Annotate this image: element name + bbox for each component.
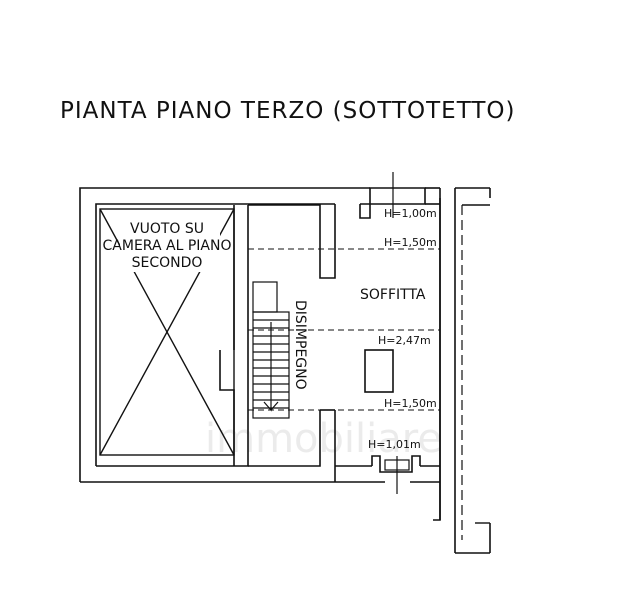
plan-title: PIANTA PIANO TERZO (SOTTOTETTO)	[60, 98, 515, 124]
height-label-3: H=2,47m	[378, 334, 431, 347]
staircase	[252, 281, 290, 419]
interior-walls	[219, 187, 441, 520]
void-label-line3: SECONDO	[132, 255, 203, 271]
height-lines	[248, 248, 440, 411]
height-label-4: H=1,50m	[384, 397, 437, 410]
void-label-line1: VUOTO SU	[130, 221, 204, 237]
height-label-1: H=1,00m	[384, 207, 437, 220]
room-disimpegno-label: DISIMPEGNO	[292, 300, 308, 390]
watermark: immobiliare	[205, 416, 442, 462]
height-label-5: H=1,01m	[368, 438, 421, 451]
room-soffitta-label: SOFFITTA	[360, 287, 426, 303]
void-label-line2: CAMERA AL PIANO	[103, 238, 232, 254]
height-label-2: H=1,50m	[384, 236, 437, 249]
